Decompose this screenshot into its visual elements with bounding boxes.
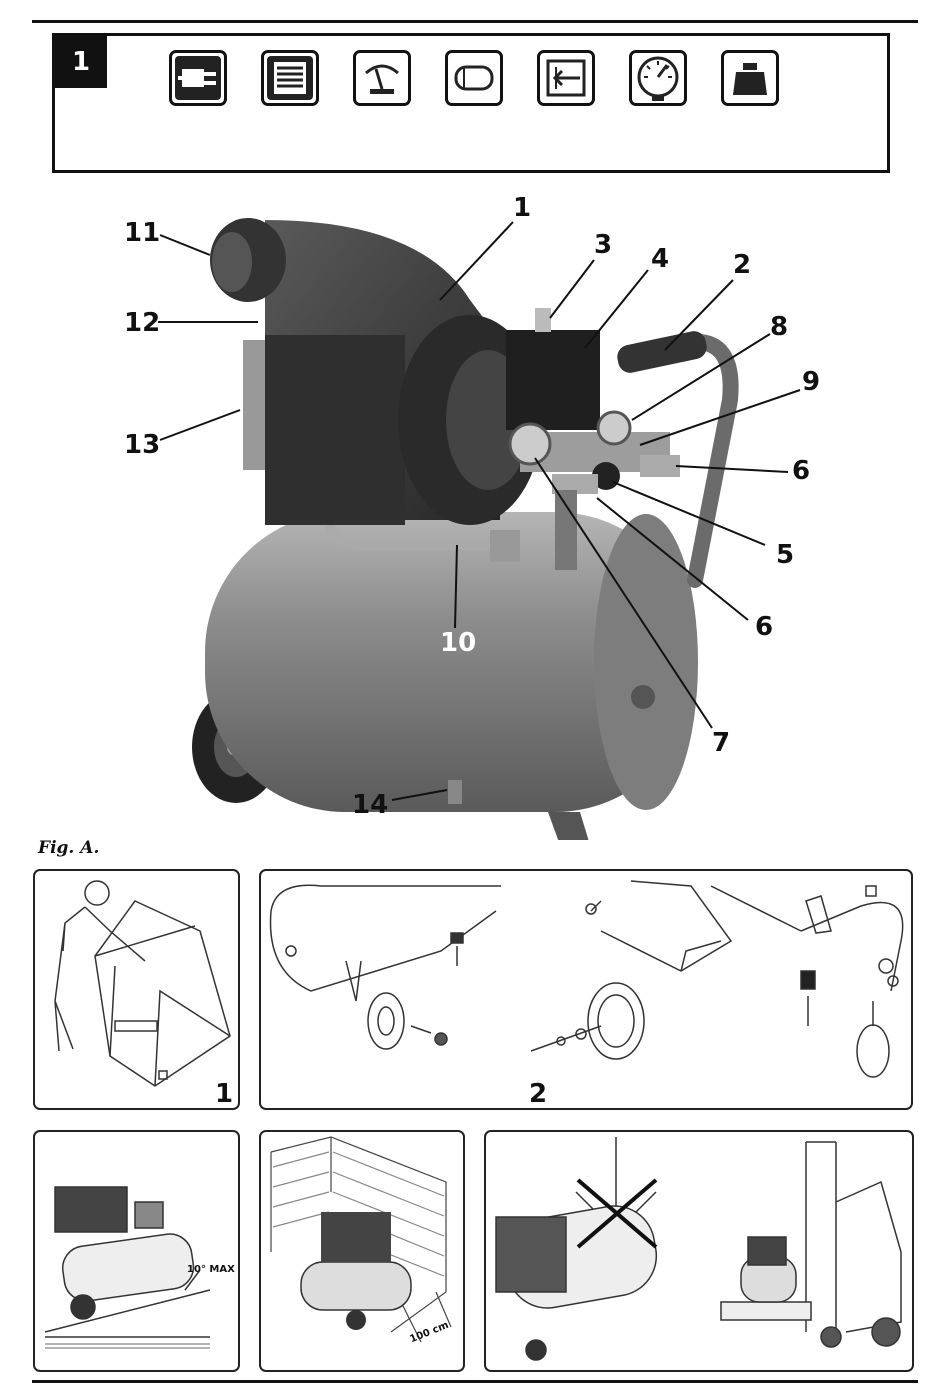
pressure-meter-icon xyxy=(353,50,411,106)
callout-9: 9 xyxy=(802,367,820,397)
panel-1-number: 1 xyxy=(215,1079,233,1109)
callout-5: 5 xyxy=(776,540,794,570)
figure-number-badge: 1 xyxy=(55,36,107,88)
pressure-gauge-icon xyxy=(629,50,687,106)
panel-lifting xyxy=(484,1130,914,1372)
unpacking-illustration xyxy=(35,871,240,1110)
callout-14: 14 xyxy=(352,790,388,820)
top-rule xyxy=(32,20,918,23)
panel-assembly: 2 xyxy=(259,869,913,1110)
panel-tilt: 10° MAX xyxy=(33,1130,240,1372)
specification-panel: 1 xyxy=(52,33,890,173)
callout-13: 13 xyxy=(124,430,160,460)
callout-8: 8 xyxy=(770,312,788,342)
panel-clearance: 100 cm xyxy=(259,1130,465,1372)
callout-4: 4 xyxy=(651,244,669,274)
assembly-illustration xyxy=(261,871,913,1110)
panel-2-number: 2 xyxy=(529,1079,547,1109)
callout-12: 12 xyxy=(124,308,160,338)
panel-unpacking: 1 xyxy=(33,869,240,1110)
callout-7: 7 xyxy=(712,728,730,758)
air-intake-icon xyxy=(537,50,595,106)
callout-2: 2 xyxy=(733,250,751,280)
power-plug-icon xyxy=(169,50,227,106)
callout-3: 3 xyxy=(594,230,612,260)
bottom-rule xyxy=(32,1380,918,1383)
tilt-illustration xyxy=(35,1132,240,1372)
tilt-limit-label: 10° MAX xyxy=(187,1264,235,1275)
compressor-photo xyxy=(0,180,950,840)
motor-icon xyxy=(261,50,319,106)
weight-icon xyxy=(721,50,779,106)
tank-capacity-icon xyxy=(445,50,503,106)
lifting-illustration xyxy=(486,1132,914,1372)
callout-6-lower: 6 xyxy=(755,612,773,642)
callout-6-upper: 6 xyxy=(792,456,810,486)
callout-10: 10 xyxy=(440,628,476,658)
callout-1: 1 xyxy=(513,193,531,223)
callout-11: 11 xyxy=(124,218,160,248)
figure-caption: Fig. A. xyxy=(38,838,99,858)
